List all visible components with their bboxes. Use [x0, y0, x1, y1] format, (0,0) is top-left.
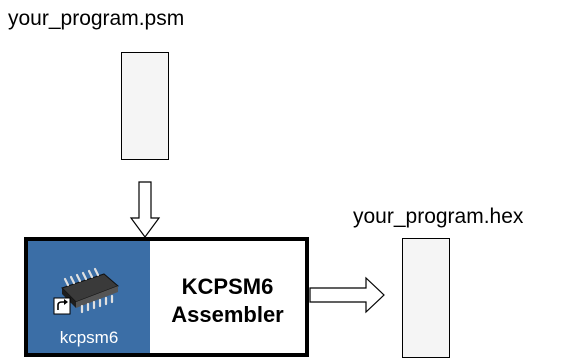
assembler-title-line2: Assembler [150, 301, 305, 329]
right-arrow-icon [310, 276, 386, 316]
assembler-icon-panel[interactable]: kcpsm6 [28, 241, 150, 353]
input-file-label: your_program.psm [8, 8, 184, 29]
assembler-title: KCPSM6 Assembler [150, 273, 305, 328]
down-arrow-icon [130, 182, 160, 238]
output-file-document [402, 238, 450, 358]
assembler-box: kcpsm6 KCPSM6 Assembler [24, 237, 309, 357]
assembler-title-line1: KCPSM6 [150, 273, 305, 301]
assembler-icon-caption: kcpsm6 [28, 329, 150, 346]
chip-shortcut-icon [52, 266, 122, 322]
output-file-label: your_program.hex [353, 206, 523, 227]
input-file-document [121, 52, 169, 160]
